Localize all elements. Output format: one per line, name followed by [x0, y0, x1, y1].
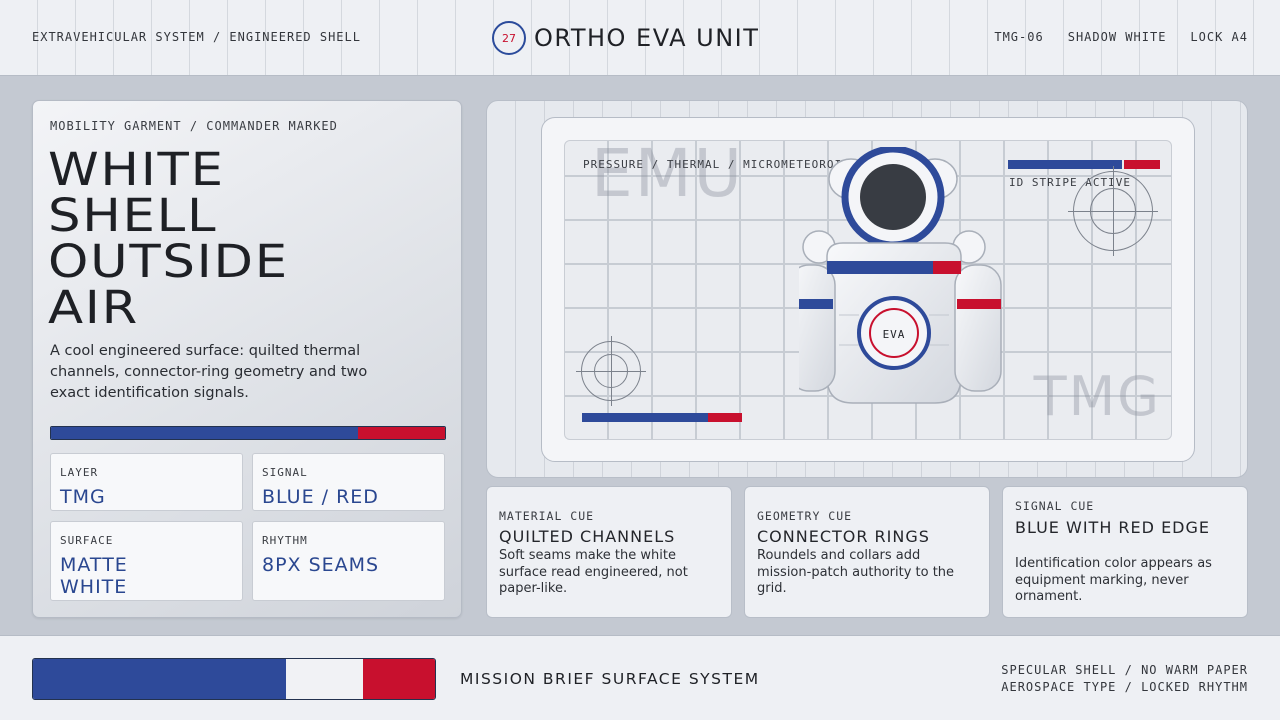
- lede-text: A cool engineered surface: quilted therm…: [50, 343, 368, 401]
- intro-panel: MOBILITY GARMENT / COMMANDER MARKED WHIT…: [32, 100, 462, 618]
- spec-value: MATTE WHITE: [60, 554, 128, 598]
- spec-value: TMG: [60, 486, 106, 508]
- headline-line-3: OUTSIDE: [48, 235, 289, 288]
- spec-card-rhythm: RHYTHM 8PX SEAMS: [252, 521, 445, 601]
- footer-notes: SPECULAR SHELL / NO WARM PAPER AEROSPACE…: [1001, 662, 1248, 696]
- cue-description: Roundels and collars add mission-patch a…: [757, 548, 955, 596]
- id-stripe-bottom: [582, 413, 742, 422]
- tag-lock: LOCK A4: [1190, 30, 1248, 44]
- cue-card-geometry: GEOMETRY CUE CONNECTOR RINGS Roundels an…: [744, 486, 990, 618]
- id-bar-red: [358, 427, 445, 439]
- swatch-blue: [33, 659, 286, 699]
- spec-card-signal: SIGNAL BLUE / RED: [252, 453, 445, 511]
- reticle-icon: [1068, 166, 1158, 256]
- illustration-frame: EMU TMG PRESSURE / THERMAL / MICROMETEOR…: [541, 117, 1195, 462]
- layer-label: PRESSURE / THERMAL / MICROMETEOROID: [583, 158, 850, 171]
- footer-note-1: SPECULAR SHELL / NO WARM PAPER: [1001, 663, 1248, 677]
- top-header: EXTRAVEHICULAR SYSTEM / ENGINEERED SHELL…: [0, 0, 1280, 76]
- tag-model: TMG-06: [994, 30, 1044, 44]
- spec-card-layer: LAYER TMG: [50, 453, 243, 511]
- cue-title: QUILTED CHANNELS: [499, 527, 676, 546]
- ghost-text-emu: EMU: [591, 140, 744, 212]
- id-stripe-top: [1008, 160, 1160, 169]
- ghost-text-tmg: TMG: [1033, 365, 1161, 428]
- cue-key: MATERIAL CUE: [499, 509, 595, 523]
- cue-card-material: MATERIAL CUE QUILTED CHANNELS Soft seams…: [486, 486, 732, 618]
- color-swatch-bar: [32, 658, 436, 700]
- headline-line-4: AIR: [48, 281, 140, 334]
- spec-card-surface: SURFACE MATTE WHITE: [50, 521, 243, 601]
- cue-key: SIGNAL CUE: [1015, 499, 1095, 513]
- spec-key: SURFACE: [60, 534, 114, 547]
- spec-key: SIGNAL: [262, 466, 308, 479]
- header-tags: TMG-06 SHADOW WHITE LOCK A4: [994, 30, 1248, 44]
- footer-title: MISSION BRIEF SURFACE SYSTEM: [460, 670, 760, 688]
- headline-line-2: SHELL: [48, 189, 218, 242]
- reticle-icon: [576, 336, 646, 406]
- hero-headline: WHITE SHELL OUTSIDE AIR: [48, 147, 448, 331]
- chest-patch-label: EVA: [882, 328, 906, 341]
- unit-number-badge: 27: [492, 21, 526, 55]
- cue-title: BLUE WITH RED EDGE: [1015, 518, 1210, 537]
- panel-eyebrow: MOBILITY GARMENT / COMMANDER MARKED: [50, 119, 338, 133]
- cue-description: Soft seams make the white surface read e…: [499, 548, 688, 596]
- footer-note-2: AEROSPACE TYPE / LOCKED RHYTHM: [1001, 680, 1248, 694]
- spec-value: BLUE / RED: [262, 486, 379, 508]
- system-label: EXTRAVEHICULAR SYSTEM / ENGINEERED SHELL: [32, 30, 361, 44]
- id-signal-bar: [50, 426, 446, 440]
- spec-value: 8PX SEAMS: [262, 554, 380, 576]
- brand: 27 ORTHO EVA UNIT: [492, 20, 759, 56]
- footer: MISSION BRIEF SURFACE SYSTEM SPECULAR SH…: [0, 635, 1280, 720]
- page-title: ORTHO EVA UNIT: [534, 24, 760, 52]
- spec-key: RHYTHM: [262, 534, 308, 547]
- id-bar-blue: [51, 427, 359, 439]
- spec-key: LAYER: [60, 466, 99, 479]
- tag-finish: SHADOW WHITE: [1067, 30, 1167, 44]
- cue-key: GEOMETRY CUE: [757, 509, 853, 523]
- swatch-red: [363, 659, 435, 699]
- cue-card-signal: SIGNAL CUE BLUE WITH RED EDGE Identifica…: [1002, 486, 1248, 618]
- swatch-white: [286, 659, 363, 699]
- cue-title: CONNECTOR RINGS: [757, 527, 930, 546]
- cue-description: Identification color appears as equipmen…: [1015, 556, 1212, 604]
- illustration-panel: EMU TMG PRESSURE / THERMAL / MICROMETEOR…: [486, 100, 1248, 478]
- headline-line-1: WHITE: [48, 143, 225, 196]
- astronaut-icon: [799, 147, 1002, 404]
- blueprint-grid: EMU TMG PRESSURE / THERMAL / MICROMETEOR…: [564, 140, 1172, 440]
